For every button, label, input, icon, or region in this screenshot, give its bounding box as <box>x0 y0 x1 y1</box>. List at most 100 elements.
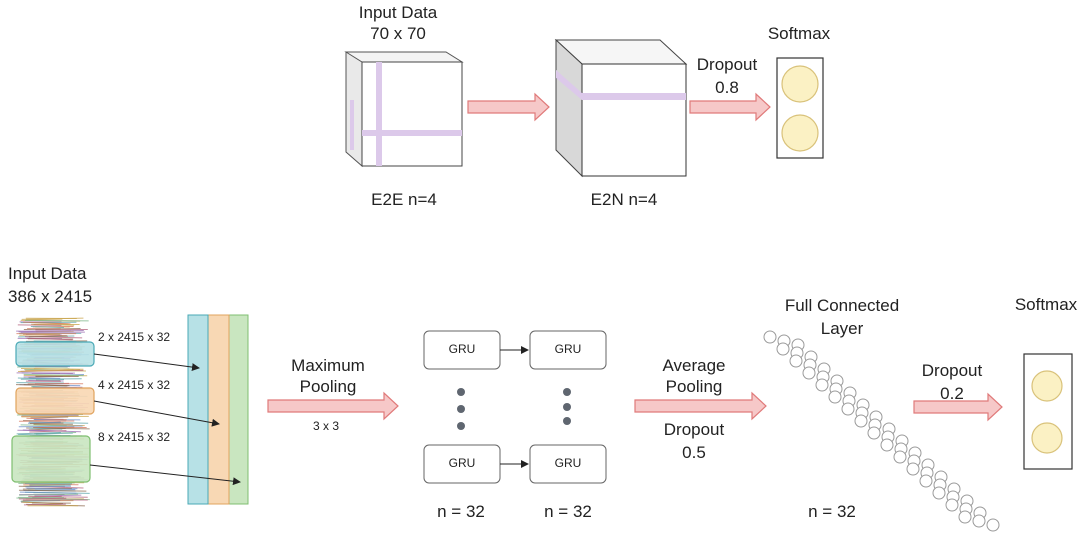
e2n-label: E2N n=4 <box>590 190 658 209</box>
fc-node <box>880 438 894 452</box>
top-dropout-value: 0.8 <box>715 78 739 97</box>
e2n-highlight-band <box>556 70 686 100</box>
input-noise-line <box>17 377 65 380</box>
fc-node <box>815 378 829 392</box>
gru-label-bottom-left: GRU <box>448 456 476 470</box>
feature-map-blue <box>187 314 209 505</box>
input-noise-line <box>23 321 71 325</box>
max-pooling-kernel: 3 x 3 <box>312 419 340 433</box>
gru-count-right: n = 32 <box>544 502 592 521</box>
softmax-node <box>781 114 819 152</box>
average-pooling-label-line2: Pooling <box>665 377 723 396</box>
input-noise-line <box>26 318 63 321</box>
bottom-softmax-label: Softmax <box>1014 295 1078 314</box>
input-noise-line <box>30 416 69 419</box>
fc-node <box>972 514 986 528</box>
e2e-input-matrix <box>344 51 464 168</box>
input-noise-line <box>30 326 64 329</box>
fc-node <box>893 450 907 464</box>
bottom-input-size: 386 x 2415 <box>8 287 93 306</box>
input-noise-line <box>28 335 69 338</box>
max-pooling-label-line2: Pooling <box>299 377 357 396</box>
fc-node <box>854 414 868 428</box>
input-noise-line <box>18 497 67 500</box>
gru-label-top-right: GRU <box>554 342 582 356</box>
max-pooling-label-line1: Maximum <box>291 356 365 375</box>
fc-node <box>919 474 933 488</box>
fc-node <box>906 462 920 476</box>
conv-branch-2-box <box>15 341 95 367</box>
top-input-size: 70 x 70 <box>370 24 426 43</box>
input-noise-line <box>21 368 84 370</box>
gru-label-top-left: GRU <box>448 342 476 356</box>
input-noise-line <box>16 431 61 435</box>
input-noise-line <box>23 483 79 486</box>
e2n-to-softmax-arrow <box>689 92 771 122</box>
fc-layer-label-line1: Full Connected <box>784 296 900 315</box>
conv-branch-8-size: 8 x 2415 x 32 <box>98 430 171 444</box>
average-pooling-arrow <box>634 391 767 421</box>
top-softmax-box <box>776 57 824 159</box>
fc-layer-count: n = 32 <box>808 502 856 521</box>
fc-node <box>932 486 946 500</box>
feature-map-green <box>228 314 249 505</box>
fc-node <box>986 518 1000 532</box>
input-noise-line <box>21 415 89 418</box>
fc-node <box>789 354 803 368</box>
input-noise-line <box>19 491 77 494</box>
gru-count-left: n = 32 <box>437 502 485 521</box>
e2n-cube <box>554 38 688 178</box>
input-noise-line <box>20 499 61 502</box>
input-noise-line <box>18 330 84 333</box>
softmax-node <box>781 65 819 103</box>
input-noise-line <box>18 369 74 373</box>
gru-box-top-right <box>529 330 607 370</box>
top-softmax-label: Softmax <box>767 24 831 43</box>
dropout-mid-label: Dropout <box>663 420 725 439</box>
fc-node <box>958 510 972 524</box>
fc-node <box>802 366 816 380</box>
input-noise-line <box>17 324 62 326</box>
softmax-node <box>1031 422 1063 454</box>
gru-label-bottom-right: GRU <box>554 456 582 470</box>
input-noise-line <box>18 489 87 492</box>
fc-node <box>945 498 959 512</box>
input-noise-line <box>35 432 73 435</box>
input-noise-line <box>26 337 73 341</box>
max-pooling-arrow <box>267 391 399 421</box>
fully-connected-layer-nodes <box>763 330 1000 532</box>
e2e-label: E2E n=4 <box>371 190 437 209</box>
fc-node <box>828 390 842 404</box>
feature-map-orange <box>207 314 230 505</box>
conv-branch-2-size: 2 x 2415 x 32 <box>98 330 171 344</box>
dropout-bottom-label: Dropout <box>921 361 983 380</box>
gru-box-bottom-right <box>529 444 607 484</box>
e2e-to-e2n-arrow <box>467 92 550 122</box>
matrix-column-highlight <box>376 62 382 166</box>
softmax-node <box>1031 370 1063 402</box>
matrix-row-highlight <box>362 130 462 136</box>
input-noise-line <box>25 485 71 488</box>
input-noise-line <box>20 424 67 427</box>
fc-node <box>867 426 881 440</box>
gru-right-ellipsis <box>563 388 571 425</box>
input-noise-line <box>23 328 81 330</box>
input-noise-line <box>19 493 79 496</box>
dropout-arrow-bottom <box>913 392 1003 422</box>
top-dropout-label: Dropout <box>696 55 758 74</box>
input-noise-line <box>23 373 84 377</box>
dropout-mid-value: 0.5 <box>682 443 706 462</box>
branch-2-arrow <box>93 353 200 372</box>
input-noise-line <box>28 495 88 498</box>
input-noise-line <box>29 430 67 433</box>
fc-node <box>776 342 790 356</box>
input-noise-line <box>26 417 67 421</box>
input-noise-line <box>19 333 61 336</box>
input-noise-line <box>28 427 66 431</box>
conv-branch-4-size: 4 x 2415 x 32 <box>98 378 171 392</box>
dropout-bottom-value: 0.2 <box>940 384 964 403</box>
conv-branch-8-box <box>11 435 91 483</box>
branch-8-arrow <box>89 464 241 486</box>
fc-node <box>841 402 855 416</box>
